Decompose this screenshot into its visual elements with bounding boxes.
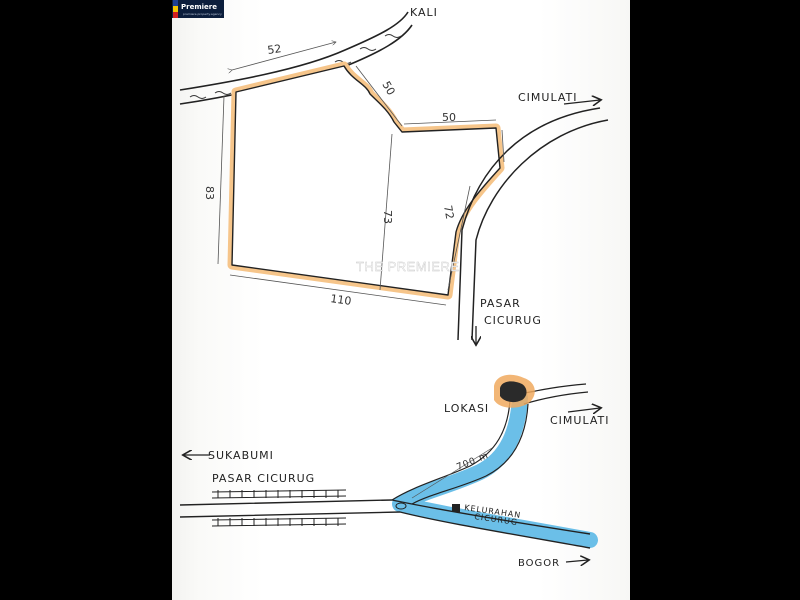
direction-cimulati-top: CIMULATI xyxy=(518,91,577,104)
direction-cicurug-line2: CICURUG xyxy=(484,314,542,327)
arrow-right-icon xyxy=(567,408,600,412)
direction-sukabumi: SUKABUMI xyxy=(208,449,274,462)
flag-stripe xyxy=(173,0,178,6)
main-road xyxy=(179,499,591,549)
dimension-center: 73 xyxy=(381,210,394,224)
distance-line xyxy=(411,447,493,499)
dimension-left: 83 xyxy=(203,186,216,200)
arrow-right-icon xyxy=(565,560,588,562)
location-label: LOKASI xyxy=(444,402,489,415)
direction-cimulati-bottom: CIMULATI xyxy=(550,414,609,427)
dimension-right-diagonal: 72 xyxy=(441,204,456,220)
dimension-lines xyxy=(217,42,505,306)
direction-bogor: BOGOR xyxy=(518,558,560,569)
left-black-border xyxy=(0,0,172,600)
pasar-cicurug-market xyxy=(211,489,347,527)
market-label: PASAR CICURUG xyxy=(212,472,315,485)
right-black-border xyxy=(630,0,800,600)
premiere-logo: Premiere premiere.property.agency xyxy=(172,0,224,18)
river-label: KALI xyxy=(410,6,438,19)
watermark-text: THE PREMIERE xyxy=(356,259,460,274)
dimension-upper-diagonal: 50 xyxy=(379,79,397,98)
dimension-mid-step: 50 xyxy=(442,111,456,124)
plot-sketch: KALI 52 50 50 83 73 72 110 CIMULATI xyxy=(179,6,609,344)
road-pasar-cicurug xyxy=(457,107,609,341)
flag-icon xyxy=(173,0,178,18)
location-sketch: LOKASI CIMULATI SUKABUMI PASAR CICURUG 7… xyxy=(179,374,609,569)
building-icon xyxy=(452,504,460,512)
logo-name: Premiere xyxy=(181,2,217,11)
logo-tagline: premiere.property.agency xyxy=(183,12,222,16)
junction-icon xyxy=(395,502,407,510)
direction-pasar-line1: PASAR xyxy=(480,297,521,310)
road-to-location-highlight xyxy=(392,390,598,548)
flag-stripe xyxy=(173,12,178,18)
flag-stripe xyxy=(173,6,178,12)
dimension-top: 52 xyxy=(267,42,283,57)
arrow-right-icon xyxy=(563,100,600,104)
location-marker xyxy=(494,374,535,408)
dimension-bottom: 110 xyxy=(330,292,353,308)
